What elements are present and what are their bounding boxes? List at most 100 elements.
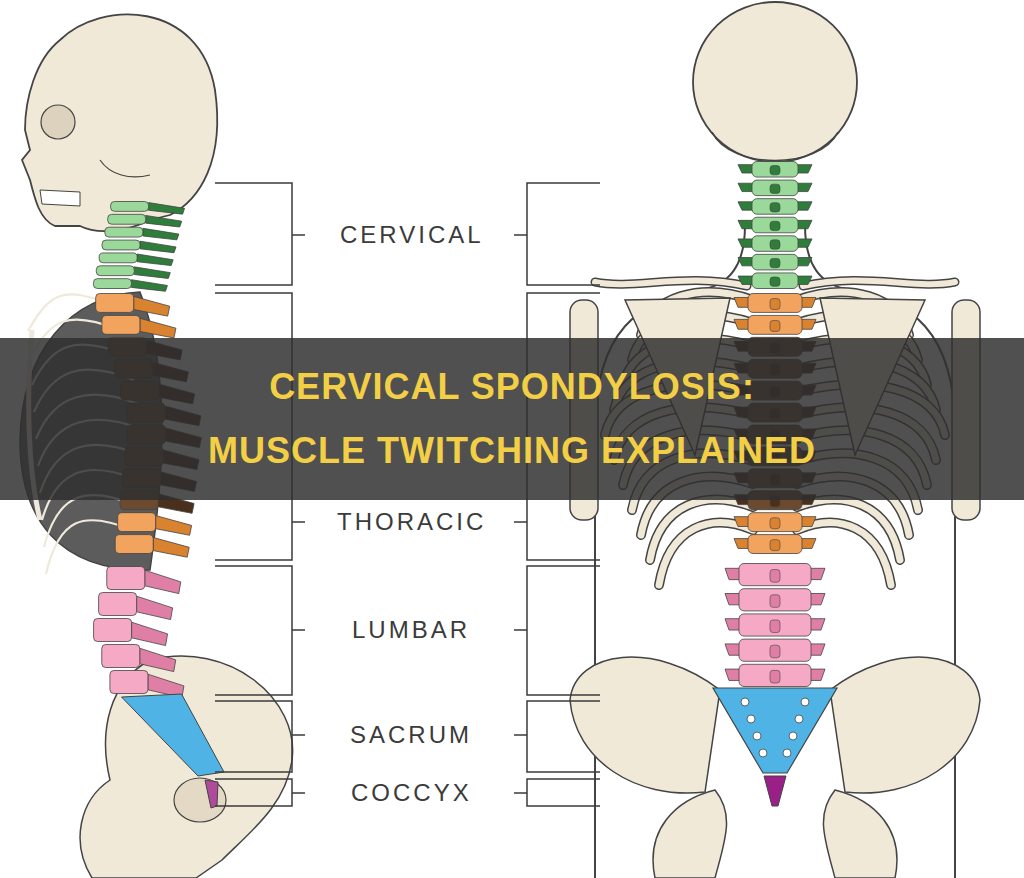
sacral-foramen <box>783 749 791 757</box>
bracket <box>215 183 600 285</box>
ischium <box>823 790 896 878</box>
vertebra-body <box>99 593 137 616</box>
vertebra-back <box>752 180 798 196</box>
bracket-right <box>514 779 600 806</box>
vertebra-process <box>149 203 185 215</box>
title-banner <box>0 338 1024 500</box>
bracket-left <box>215 183 305 285</box>
coccyx-side <box>205 780 218 808</box>
vertebra-process <box>140 648 176 671</box>
vertebra-process <box>146 215 182 227</box>
vertebra-back <box>739 564 811 586</box>
spinous-process <box>770 620 780 633</box>
vertebra-back <box>739 589 811 611</box>
sacrum-side <box>122 694 224 776</box>
title: CERVICAL SPONDYLOSIS: MUSCLE TWITCHING E… <box>208 355 816 483</box>
spinous-process <box>770 595 780 608</box>
vertebra-process <box>137 596 173 619</box>
vertebra-process <box>137 254 173 266</box>
vertebra-body <box>94 619 132 642</box>
region-label: SACRUM <box>350 721 472 750</box>
spinous-process <box>770 277 780 286</box>
spinous-process <box>770 670 780 683</box>
region-label: LUMBAR <box>352 616 470 645</box>
vertebra-body <box>93 279 131 289</box>
bracket-right <box>514 566 600 695</box>
vertebra-back <box>752 273 798 289</box>
vertebra-body <box>111 202 149 212</box>
cheekbone <box>100 160 150 177</box>
sacral-foramen <box>789 732 797 740</box>
clavicle <box>595 280 747 286</box>
vertebra-body <box>115 535 153 554</box>
vertebra-body <box>102 645 140 668</box>
vertebra-body <box>102 315 140 334</box>
sacral-foramen <box>753 732 761 740</box>
vertebra-process <box>143 228 179 240</box>
skull-side <box>22 14 217 231</box>
bracket-left <box>215 566 305 695</box>
vertebra-body <box>102 240 140 250</box>
vertebra-back <box>752 162 798 178</box>
coccyx-back <box>764 776 786 806</box>
region-label: COCCYX <box>351 779 472 808</box>
clavicle-outline <box>595 280 747 286</box>
spinous-process <box>770 540 780 551</box>
pelvis-side <box>80 656 293 878</box>
vertebra-process <box>156 516 192 536</box>
sacral-foramen <box>795 715 803 723</box>
vertebra-body <box>107 567 145 590</box>
spinous-process <box>770 221 780 230</box>
spinous-process <box>770 518 780 529</box>
sacral-foramen <box>747 715 755 723</box>
spinous-process <box>770 570 780 583</box>
teeth <box>40 190 80 206</box>
vertebra-back <box>739 664 811 686</box>
vertebra-process <box>140 318 176 338</box>
bracket-right <box>514 701 600 772</box>
vertebra-body <box>99 253 137 263</box>
sacrum-back <box>713 688 837 773</box>
vertebra-back <box>752 199 798 215</box>
ischium <box>653 790 726 878</box>
bracket-left <box>215 701 305 772</box>
bracket <box>215 566 600 695</box>
spinous-process <box>770 299 780 310</box>
eye-socket <box>41 105 75 139</box>
vertebra-process <box>131 280 167 292</box>
pelvis-wing <box>830 657 980 793</box>
bracket <box>215 701 600 772</box>
spinous-process <box>770 203 780 212</box>
vertebra-back <box>752 254 798 270</box>
sacral-foramen <box>801 698 809 706</box>
vertebra-process <box>134 296 170 316</box>
vertebra-back <box>752 236 798 252</box>
region-label: CERVICAL <box>340 221 484 250</box>
vertebra-back <box>748 294 802 313</box>
vertebra-back <box>748 315 802 334</box>
jaw-back <box>712 132 838 161</box>
vertebra-body <box>96 294 134 313</box>
spinous-process <box>770 184 780 193</box>
region-label: THORACIC <box>337 508 486 537</box>
clavicle <box>803 280 955 286</box>
vertebra-back <box>739 639 811 661</box>
vertebra-body <box>110 671 148 694</box>
vertebra-back <box>739 614 811 636</box>
vertebra-body <box>105 227 143 237</box>
spinous-process <box>770 166 780 175</box>
clavicle-outline <box>803 280 955 286</box>
vertebra-back <box>748 513 802 532</box>
spinous-process <box>770 258 780 267</box>
sacral-foramen <box>741 698 749 706</box>
vertebra-process <box>132 622 168 645</box>
vertebra-body <box>108 214 146 224</box>
vertebra-process <box>153 537 189 557</box>
vertebra-body <box>96 266 134 276</box>
bracket-right <box>514 183 600 285</box>
vertebra-back <box>748 535 802 554</box>
vertebra-process <box>140 241 176 253</box>
vertebra-back <box>752 217 798 233</box>
vertebra-process <box>134 267 170 279</box>
skull-back <box>693 2 857 162</box>
